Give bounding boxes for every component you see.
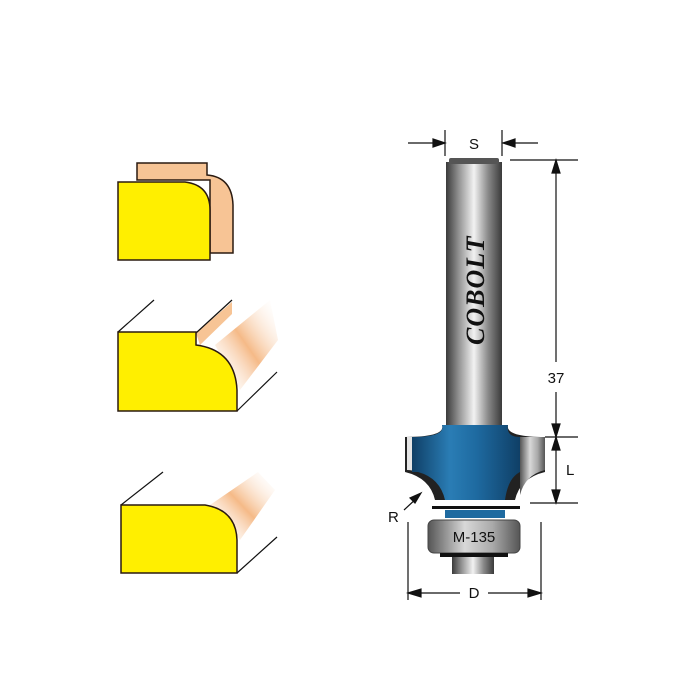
dimension-lines xyxy=(403,130,578,600)
model-label: M-135 xyxy=(453,529,496,546)
dimension-r: R xyxy=(388,509,399,526)
dimension-l: L xyxy=(566,462,574,479)
dimension-37: 37 xyxy=(548,370,565,387)
shank xyxy=(446,162,502,442)
profile-rounded-corner xyxy=(120,471,278,574)
dimension-s: S xyxy=(469,136,479,153)
router-bit: COBOLT M-135 xyxy=(405,158,545,574)
brand-label: COBOLT xyxy=(461,235,490,345)
cutter-body xyxy=(412,425,520,500)
profile-rounded-corner-step xyxy=(117,299,278,412)
dimension-d: D xyxy=(469,585,480,602)
profile-rounded-corner-offset xyxy=(117,162,234,261)
